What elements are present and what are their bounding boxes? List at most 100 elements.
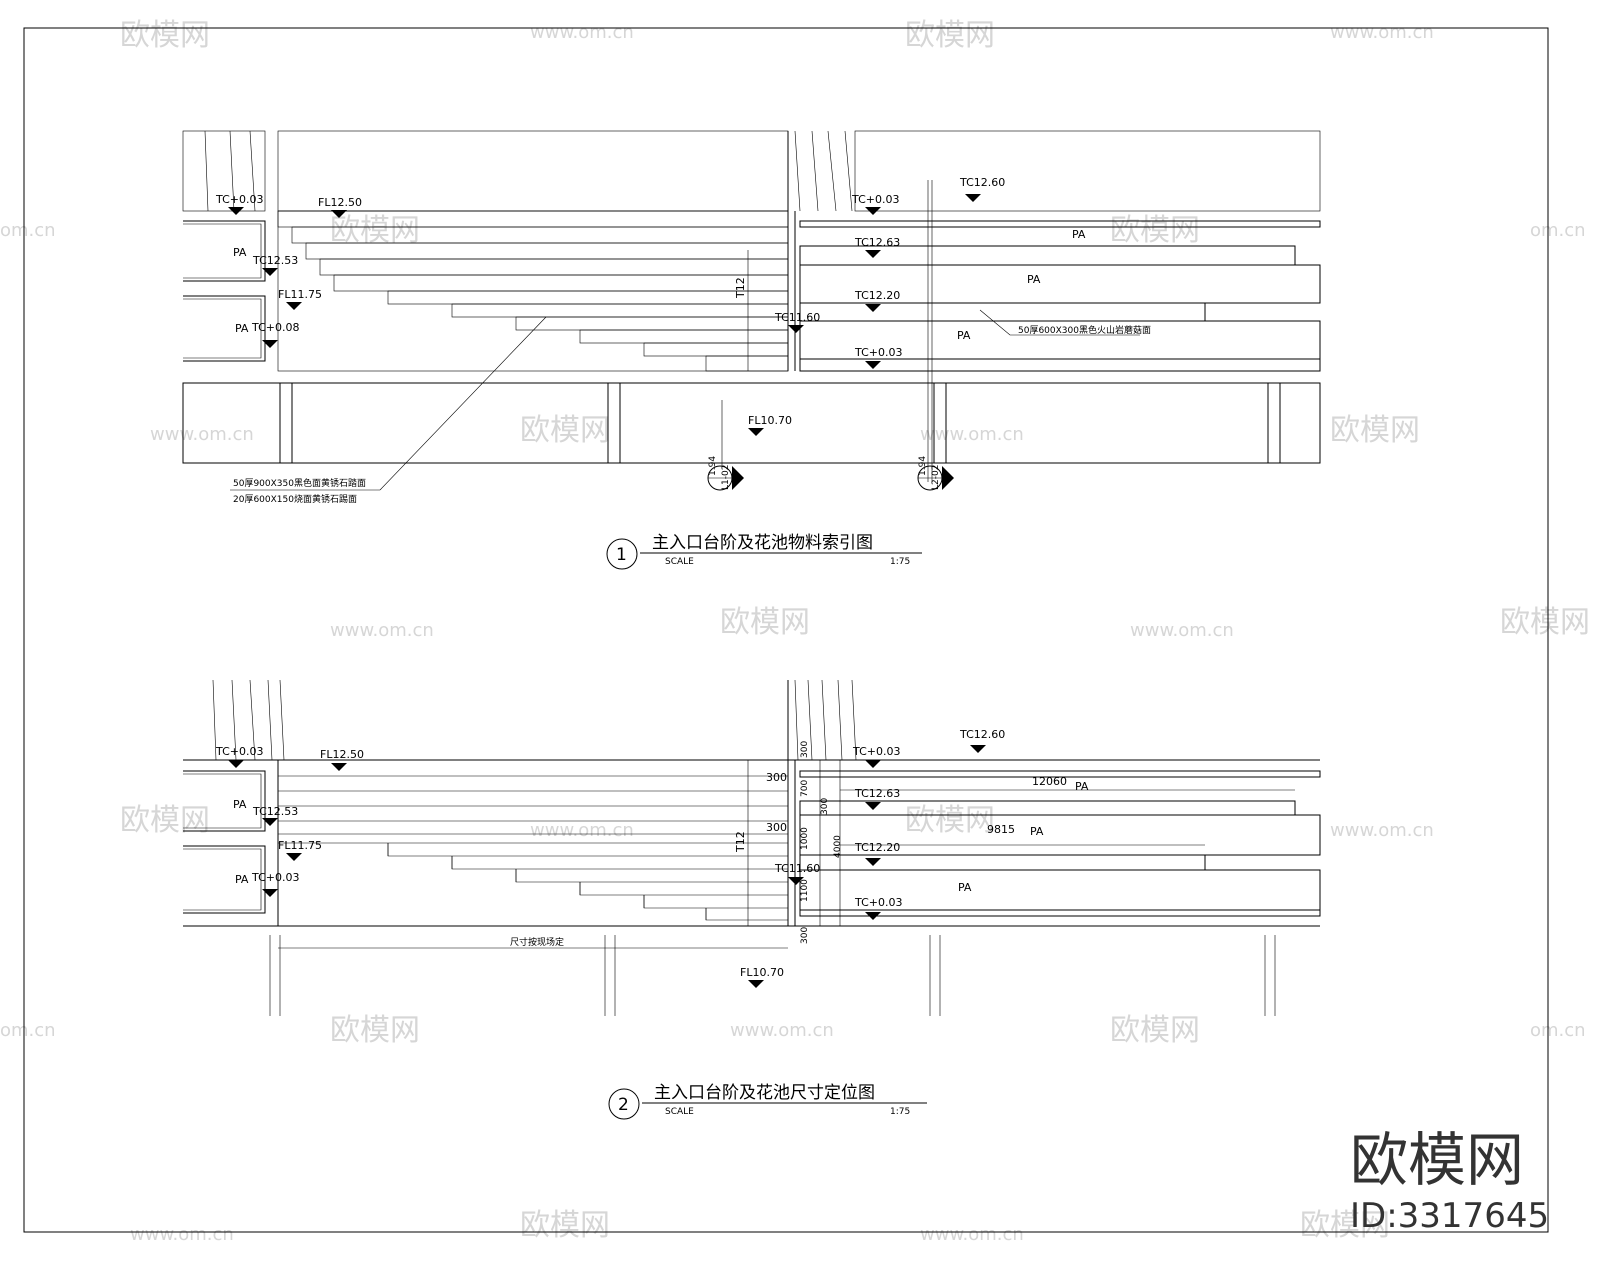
sheet-border [23, 27, 1549, 1233]
p2-pa-left-2: PA [235, 873, 249, 886]
p2-tc003-r1: TC+0.03 [852, 745, 900, 758]
p1-pa-left-1: PA [233, 246, 247, 259]
p1-tc1160: TC11.60 [774, 311, 820, 324]
p1-tc003-r1: TC+0.03 [851, 193, 899, 206]
watermark-brand: 欧模网 [1110, 213, 1200, 248]
p2-tc003-r2: TC+0.03 [854, 896, 902, 909]
watermark-url-short: om.cn [1530, 1020, 1586, 1041]
section-marker-2: 1.94 L2-02 [917, 456, 954, 491]
watermark-url: www.om.cn [730, 1020, 834, 1041]
p2-tc1160: TC11.60 [774, 862, 820, 875]
p2-tc1260: TC12.60 [959, 728, 1005, 741]
watermark-url: www.om.cn [1330, 22, 1434, 43]
p2-pa-r3: PA [958, 881, 972, 894]
watermark-url: www.om.cn [530, 22, 634, 43]
p2-pa-r2: PA [1030, 825, 1044, 838]
p2-dim-300d: 300 [820, 798, 830, 815]
plan-2-number: 2 [618, 1095, 629, 1115]
watermark-url: www.om.cn [330, 620, 434, 641]
p1-t12: T12 [734, 277, 747, 299]
watermark-brand: 欧模网 [905, 803, 995, 838]
watermark-brand: 欧模网 [1330, 413, 1420, 448]
p2-fl1070: FL10.70 [740, 966, 784, 979]
plan-1-scale-value: 1:75 [890, 557, 910, 567]
p2-dim-1100: 1100 [800, 879, 810, 902]
p2-tc1263: TC12.63 [854, 787, 900, 800]
p1-pa-r2: PA [1027, 273, 1041, 286]
watermark-brand: 欧模网 [120, 18, 210, 53]
p1-note-step2: 20厚600X150烧面黄锈石踢面 [233, 493, 357, 505]
p2-fl1250: FL12.50 [320, 748, 364, 761]
section-2-bot: L2-02 [931, 465, 941, 490]
p2-dim-300a: 300 [766, 771, 787, 784]
section-2-top: 1.94 [918, 456, 928, 476]
p2-pa-left-1: PA [233, 798, 247, 811]
p2-tc003-left: TC+0.03 [215, 745, 263, 758]
id-badge-brand: 欧模网 [1350, 1126, 1524, 1194]
watermark-brand: 欧模网 [905, 18, 995, 53]
watermark-layer: 欧模网欧模网欧模网欧模网欧模网欧模网欧模网欧模网欧模网欧模网欧模网欧模网欧模网欧… [0, 18, 1590, 1245]
p2-dim-300b: 300 [766, 821, 787, 834]
plan-2-dimension-layout: TC+0.03 FL12.50 PA TC12.53 FL11.75 PA TC… [183, 679, 1321, 1120]
p1-tc1260: TC12.60 [959, 176, 1005, 189]
p2-dim-1000: 1000 [800, 827, 810, 850]
watermark-brand: 欧模网 [520, 1208, 610, 1243]
watermark-brand: 欧模网 [720, 605, 810, 640]
p2-dim-4000: 4000 [833, 835, 843, 858]
p1-note-stone: 50厚600X300黑色火山岩蘑菇面 [1018, 324, 1151, 336]
watermark-brand: 欧模网 [330, 213, 420, 248]
plan-1-material-index: 1.94 L1-02 1.94 L2-02 TC+0.03 FL12.50 PA… [182, 130, 1321, 570]
p1-pa-r1: PA [1072, 228, 1086, 241]
id-badge: 欧模网 ID:3317645 [1350, 1126, 1549, 1236]
p2-tc003-left2: TC+0.03 [251, 871, 299, 884]
p2-note-dim: 尺寸按现场定 [510, 936, 564, 948]
p2-dim-9815: 9815 [987, 823, 1015, 836]
watermark-brand: 欧模网 [330, 1013, 420, 1048]
plan-2-title-block: 2 主入口台阶及花池尺寸定位图 SCALE 1:75 [608, 1083, 927, 1120]
p2-dim-300e: 300 [800, 927, 810, 944]
p1-note-step1: 50厚900X350黑色面黄锈石踏面 [233, 477, 366, 489]
plan-1-number: 1 [616, 545, 627, 565]
watermark-brand: 欧模网 [1300, 1208, 1390, 1243]
p2-t12: T12 [734, 831, 747, 853]
p2-tc1253: TC12.53 [252, 805, 298, 818]
p1-tc1263: TC12.63 [854, 236, 900, 249]
plan-1-title-block: 1 主入口台阶及花池物料索引图 SCALE 1:75 [606, 533, 922, 570]
watermark-brand: 欧模网 [1500, 605, 1590, 640]
plan-2-title: 主入口台阶及花池尺寸定位图 [654, 1083, 875, 1103]
p1-fl1175: FL11.75 [278, 288, 322, 301]
watermark-url-short: om.cn [0, 1020, 56, 1041]
p2-pa-r1: PA [1075, 780, 1089, 793]
watermark-url: www.om.cn [1330, 820, 1434, 841]
plan-2-scale-label: SCALE [665, 1107, 694, 1117]
watermark-url: www.om.cn [530, 820, 634, 841]
watermark-brand: 欧模网 [1110, 1013, 1200, 1048]
p1-tc008: TC+0.08 [251, 321, 299, 334]
p2-dim-700: 700 [800, 780, 810, 797]
p1-tc1220: TC12.20 [854, 289, 900, 302]
section-1-top: 1.94 [708, 456, 718, 476]
p2-fl1175: FL11.75 [278, 839, 322, 852]
watermark-url: www.om.cn [130, 1224, 234, 1245]
p2-dim-300c: 300 [800, 741, 810, 758]
p2-tc1220: TC12.20 [854, 841, 900, 854]
plan-1-scale-label: SCALE [665, 557, 694, 567]
p1-pa-r3: PA [957, 329, 971, 342]
p1-fl1070: FL10.70 [748, 414, 792, 427]
watermark-url: www.om.cn [150, 424, 254, 445]
watermark-url-short: om.cn [0, 220, 56, 241]
p1-tc003-left: TC+0.03 [215, 193, 263, 206]
watermark-brand: 欧模网 [520, 413, 610, 448]
watermark-url: www.om.cn [920, 1224, 1024, 1245]
section-1-bot: L1-02 [721, 465, 731, 490]
id-badge-id: ID:3317645 [1350, 1196, 1549, 1236]
section-marker-1: 1.94 L1-02 [707, 400, 744, 491]
watermark-url: www.om.cn [920, 424, 1024, 445]
plan-1-title: 主入口台阶及花池物料索引图 [652, 533, 873, 553]
plan-2-scale-value: 1:75 [890, 1107, 910, 1117]
watermark-url: www.om.cn [1130, 620, 1234, 641]
p1-tc003-r2: TC+0.03 [854, 346, 902, 359]
p2-dim-12060: 12060 [1032, 775, 1067, 788]
watermark-brand: 欧模网 [120, 803, 210, 838]
